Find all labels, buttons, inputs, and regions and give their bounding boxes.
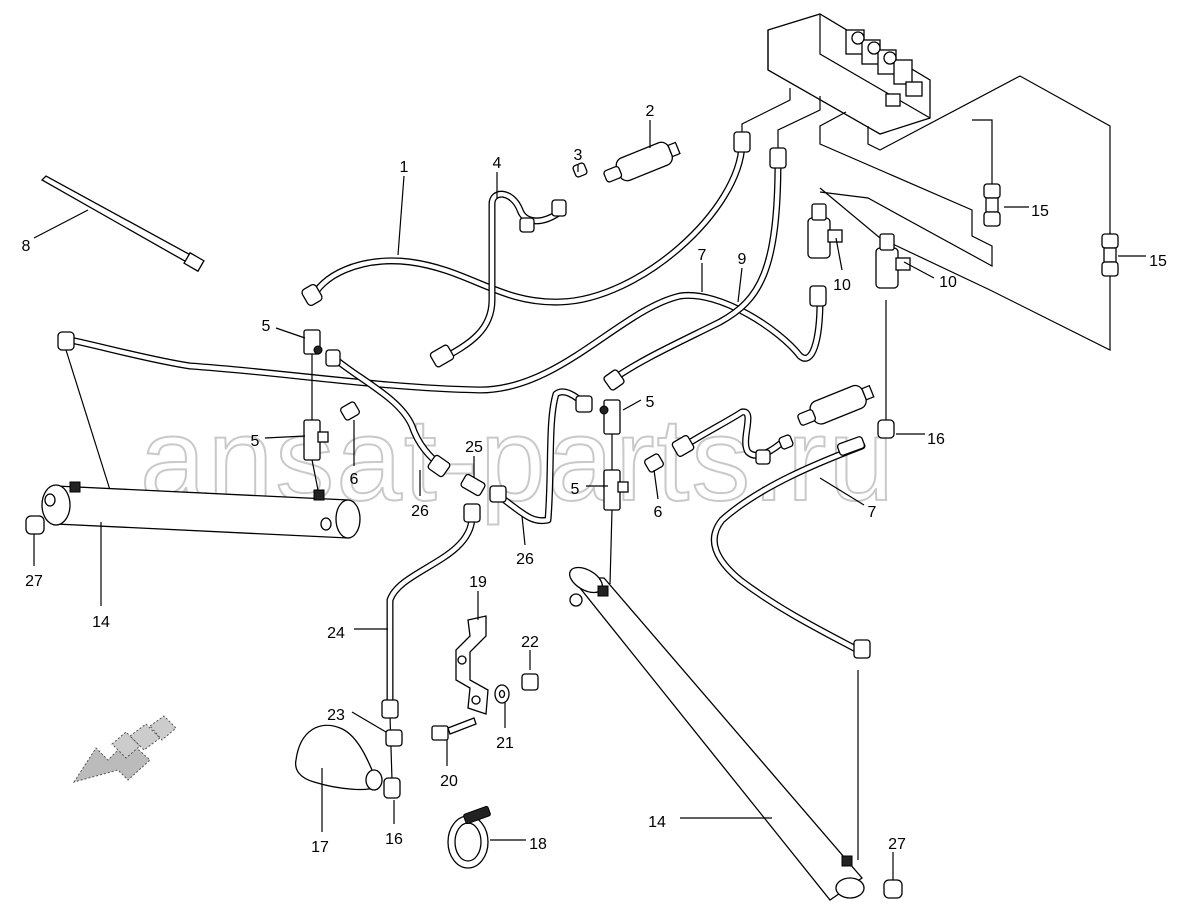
callout-label-c10b: 10 xyxy=(939,274,957,291)
washer xyxy=(494,684,510,704)
callout-label-c5a: 5 xyxy=(262,318,271,335)
callout-label-c7b: 7 xyxy=(868,504,877,521)
callout-leader-c5b xyxy=(264,435,306,439)
cylinder-left xyxy=(41,481,361,539)
callout-leader-c5c xyxy=(622,399,642,411)
callout-label-c4a: 4 xyxy=(493,155,502,172)
callout-leader-c8 xyxy=(33,209,89,239)
callout-label-c19: 19 xyxy=(469,574,487,591)
hose-26-right xyxy=(492,388,588,525)
callout-label-c20: 20 xyxy=(440,773,458,790)
callout-label-c15a: 15 xyxy=(1031,203,1049,220)
direction-arrow-icon xyxy=(72,715,177,783)
cylinder-right xyxy=(568,566,865,901)
hose-7-left xyxy=(66,291,824,394)
callout-label-c14b: 14 xyxy=(648,814,666,831)
callout-label-c9: 9 xyxy=(738,251,747,268)
control-valve-block xyxy=(767,13,931,135)
callout-label-c16b: 16 xyxy=(385,831,403,848)
callout-label-c27b: 27 xyxy=(888,836,906,853)
mounting-bracket xyxy=(455,615,489,715)
callout-leader-c1 xyxy=(397,175,405,256)
cable-tie xyxy=(40,175,205,273)
callout-label-c22: 22 xyxy=(521,634,539,651)
fittings xyxy=(57,131,871,719)
callout-label-c1: 1 xyxy=(400,159,409,176)
tee-fittings xyxy=(303,329,664,511)
callout-label-c23: 23 xyxy=(327,707,345,724)
callout-leader-c9 xyxy=(737,267,743,303)
callout-leader-c26b xyxy=(521,515,526,546)
fitting-23 xyxy=(385,729,403,747)
callout-leader-c10a xyxy=(835,237,843,271)
callout-label-c2a: 2 xyxy=(646,103,655,120)
callout-label-c16a: 16 xyxy=(927,431,945,448)
callout-label-c17: 17 xyxy=(311,839,329,856)
dust-boot xyxy=(294,724,383,791)
callout-leader-c6b xyxy=(653,469,659,500)
bolt xyxy=(431,717,477,741)
callout-label-c26b: 26 xyxy=(516,551,534,568)
nut xyxy=(521,673,539,691)
callout-leader-c7b xyxy=(819,477,865,506)
callout-leader-c5a xyxy=(275,327,306,339)
callout-label-c5d: 5 xyxy=(571,481,580,498)
callout-label-c3a: 3 xyxy=(574,147,583,164)
callout-label-c6a: 6 xyxy=(350,471,359,488)
callout-label-c24: 24 xyxy=(327,625,345,642)
callout-label-c26a: 26 xyxy=(411,503,429,520)
callout-label-c15b: 15 xyxy=(1149,253,1167,270)
callout-label-c6b: 6 xyxy=(654,504,663,521)
callout-label-c5b: 5 xyxy=(251,433,260,450)
hose-clamp xyxy=(447,805,491,869)
callout-label-c18: 18 xyxy=(529,836,547,853)
callout-label-c10a: 10 xyxy=(833,277,851,294)
callout-label-c21: 21 xyxy=(496,735,514,752)
callout-leader-c10b xyxy=(903,261,935,279)
callout-label-c14a: 14 xyxy=(92,614,110,631)
hose-7-right xyxy=(710,442,866,652)
hose-24 xyxy=(386,514,476,704)
callout-label-c27a: 27 xyxy=(25,573,43,590)
hose-26-left xyxy=(330,354,446,470)
hose-9 xyxy=(608,156,782,384)
relief-valves xyxy=(807,203,911,289)
callout-label-c5c: 5 xyxy=(646,394,655,411)
fitting-25 xyxy=(460,473,486,497)
callout-label-c25: 25 xyxy=(465,439,483,456)
elbows xyxy=(383,419,895,799)
accumulators xyxy=(519,141,875,465)
callout-leader-c23 xyxy=(351,711,387,733)
callout-label-c7a: 7 xyxy=(698,247,707,264)
valve-connection-lines xyxy=(741,75,1111,351)
hose-1 xyxy=(308,140,746,306)
callout-label-c8: 8 xyxy=(22,238,31,255)
couplings xyxy=(983,183,1119,277)
